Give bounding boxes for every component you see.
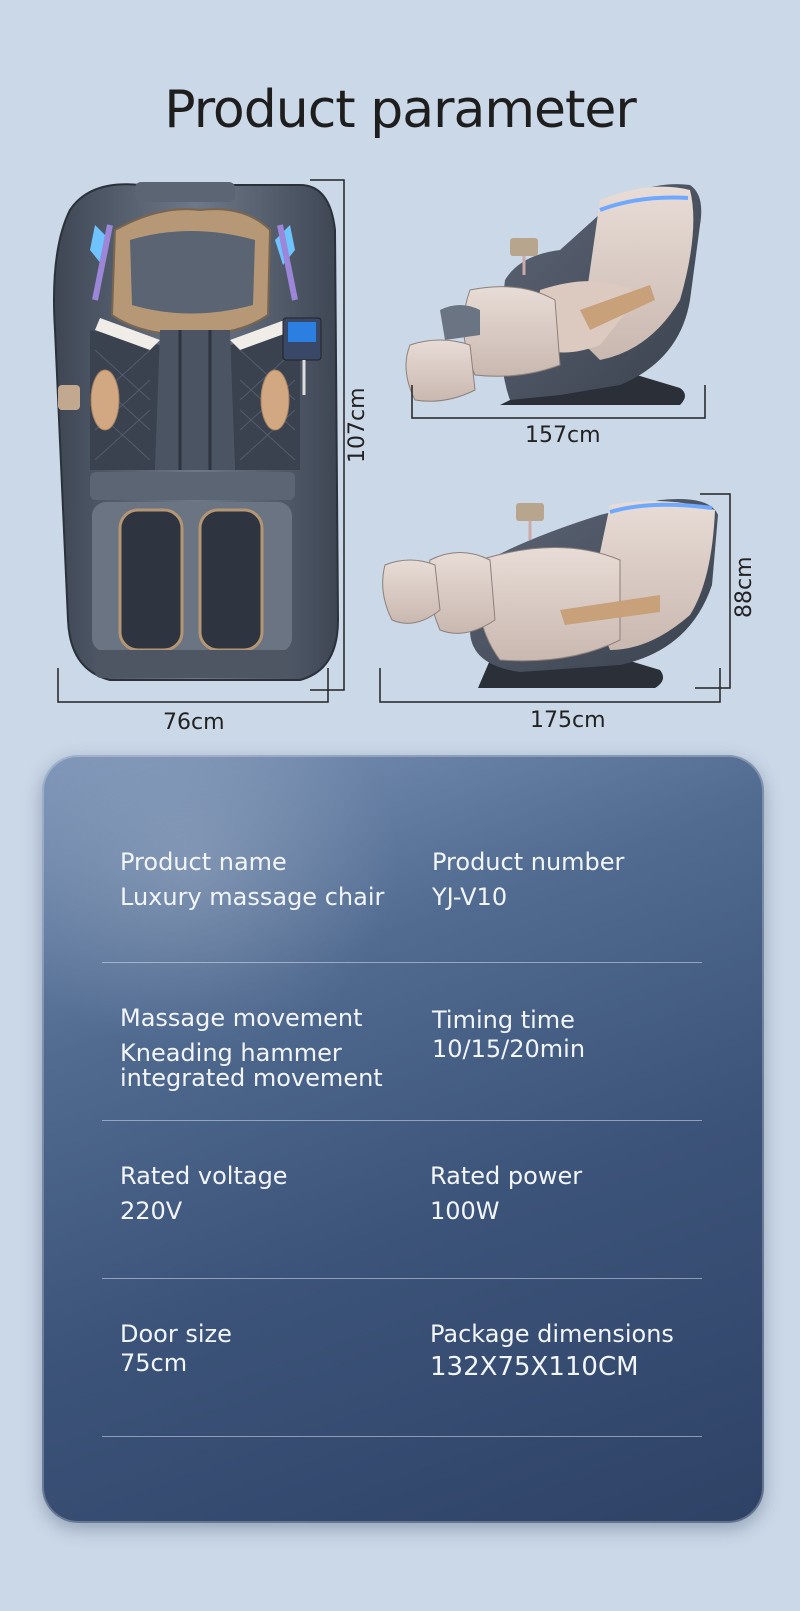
spec-row: Rated voltage 220V Rated power 100W: [102, 1121, 702, 1279]
spec-row: Product name Luxury massage chair Produc…: [102, 805, 702, 963]
reclined-length-label: 175cm: [530, 708, 606, 733]
spec-label: Product number: [432, 848, 625, 876]
spec-value: 132X75X110CM: [430, 1352, 639, 1382]
row-divider: [102, 1120, 702, 1121]
spec-card: Product name Luxury massage chair Produc…: [42, 755, 764, 1523]
spec-value: YJ-V10: [432, 883, 508, 911]
chair-illustrations: [53, 179, 731, 703]
spec-cell: Package dimensions 132X75X110CM: [430, 1317, 750, 1380]
reclined-height-label: 88cm: [732, 556, 757, 618]
spec-cell: Massage movement Kneading hammer integra…: [120, 1001, 440, 1091]
side-view-upright-chair: [405, 184, 702, 405]
row-divider: [102, 1278, 702, 1279]
front-dimension-lines: [57, 179, 345, 703]
row-divider: [102, 1436, 702, 1437]
front-view-chair: [53, 182, 340, 681]
spec-value: 10/15/20min: [432, 1035, 586, 1063]
spec-row: Massage movement Kneading hammer integra…: [102, 963, 702, 1121]
spec-cell: Timing time 10/15/20min: [432, 1003, 752, 1062]
spec-row: Door size 75cm Package dimensions 132X75…: [102, 1279, 702, 1437]
upright-dimension-lines: [411, 385, 706, 419]
spec-value: Kneading hammer integrated movement: [120, 1039, 383, 1092]
spec-value: 220V: [120, 1197, 183, 1225]
spec-value: 100W: [430, 1197, 500, 1225]
spec-value: Luxury massage chair: [120, 883, 385, 911]
spec-cell: Rated power 100W: [430, 1159, 750, 1224]
front-height-label: 107cm: [345, 387, 370, 463]
row-divider: [102, 962, 702, 963]
spec-label: Product name: [120, 848, 287, 876]
front-width-label: 76cm: [163, 710, 225, 735]
spec-cell: Product name Luxury massage chair: [120, 845, 440, 910]
spec-cell: Product number YJ-V10: [432, 845, 752, 910]
page-title: Product parameter: [164, 80, 637, 140]
spec-label: Massage movement: [120, 1004, 363, 1032]
side-view-reclined-chair: [382, 499, 718, 688]
spec-label: Rated power: [430, 1162, 583, 1190]
spec-label: Package dimensions: [430, 1320, 674, 1348]
spec-label: Timing time: [432, 1006, 575, 1034]
spec-label: Door size: [120, 1320, 232, 1348]
product-views: 107cm 76cm 157cm 175cm 88cm: [0, 0, 800, 740]
spec-label: Rated voltage: [120, 1162, 288, 1190]
spec-value: 75cm: [120, 1349, 188, 1377]
reclined-dimension-lines: [379, 493, 731, 703]
spec-cell: Rated voltage 220V: [120, 1159, 440, 1224]
upright-length-label: 157cm: [525, 423, 601, 448]
spec-cell: Door size 75cm: [120, 1317, 440, 1376]
